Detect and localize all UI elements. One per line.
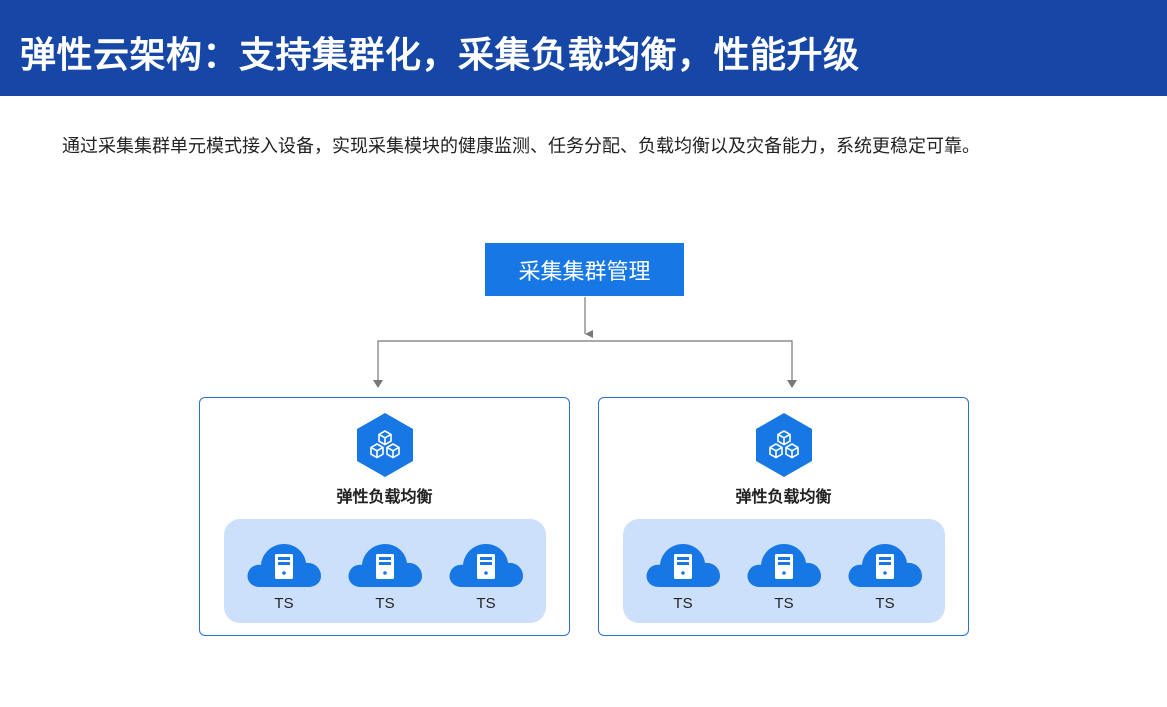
cloud-server-icon [247,544,321,587]
header-bar: 弹性云架构：支持集群化，采集负载均衡，性能升级 [0,0,1167,96]
page-title: 弹性云架构：支持集群化，采集负载均衡，性能升级 [20,35,860,76]
ts-label: TS [673,595,693,612]
cloud-server-icon [848,544,922,587]
ts-node: TS [347,539,423,619]
cloud-server-icon [747,544,821,587]
ts-label: TS [476,595,496,612]
ts-node: TS [448,539,524,619]
load-balancer-cubes-icon [756,413,812,477]
cloud-server-icon [348,544,422,587]
ts-node: TS [847,539,923,619]
ts-label: TS [274,595,294,612]
cluster-box-2: 弹性负载均衡 TS TS [598,397,969,636]
load-balancer-label: 弹性负载均衡 [336,487,433,506]
ts-node: TS [645,539,721,619]
ts-node: TS [746,539,822,619]
cloud-server-icon [449,544,523,587]
description-text: 通过采集集群单元模式接入设备，实现采集模块的健康监测、任务分配、负载均衡以及灾备… [62,136,980,157]
connector-split [377,340,793,386]
cluster-manager-node: 采集集群管理 [485,243,684,296]
connector-arrow-left [373,380,383,388]
cluster-manager-label: 采集集群管理 [518,259,651,285]
ts-label: TS [774,595,794,612]
ts-label: TS [375,595,395,612]
ts-pool: TS TS TS [224,519,546,623]
ts-label: TS [875,595,895,612]
cloud-server-icon [646,544,720,587]
ts-node: TS [246,539,322,619]
load-balancer-cubes-icon [357,413,413,477]
connector-arrow-right [787,380,797,388]
ts-pool: TS TS TS [623,519,945,623]
cluster-box-1: 弹性负载均衡 TS TS [199,397,570,636]
load-balancer-label: 弹性负载均衡 [735,487,832,506]
